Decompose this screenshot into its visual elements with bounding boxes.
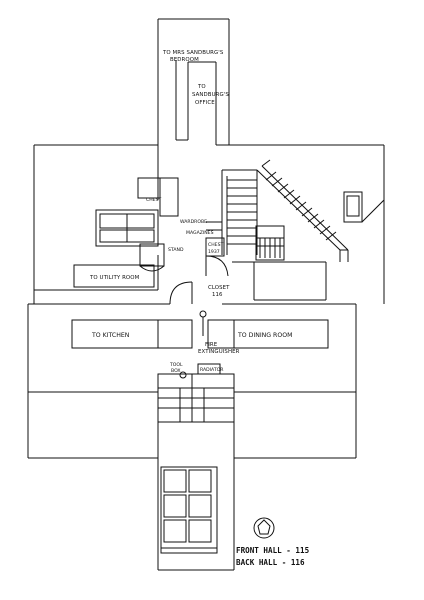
front-vestibule [157, 458, 235, 571]
label-to-sandburg-office-3: OFFICE [195, 100, 215, 106]
hall-label-boxes [71, 319, 329, 349]
label-tool-box: BOX [171, 368, 181, 374]
label-chest-2: CHEST [208, 242, 223, 248]
top-corridor-walls [157, 18, 230, 146]
label-wardrobe: WARDROBE [180, 219, 207, 225]
label-to-sandburg-bedroom-2: BEDROOM [170, 57, 199, 63]
middle-room-walls [33, 144, 385, 304]
labels: TO MRS SANDBURG'S BEDROOM TO SANDBURG'S … [89, 50, 292, 374]
label-to-sandburg-office-1: TO [197, 84, 206, 90]
label-stand: STAND [168, 247, 184, 253]
door-upper-right [343, 191, 385, 223]
central-door-swings [169, 255, 229, 305]
label-closet: CLOSET [208, 285, 230, 291]
closet-shelving [232, 225, 327, 301]
label-to-sandburg-office-2: SANDBURG'S [192, 92, 229, 98]
label-fire: FIRE [205, 342, 218, 348]
label-chest-2-year: 1937 [208, 249, 220, 255]
staircase [221, 159, 349, 262]
lower-stair-rails [157, 310, 235, 423]
label-to-kitchen: TO KITCHEN [91, 332, 130, 339]
compass-icon [253, 517, 275, 539]
label-to-dining-room: TO DINING ROOM [237, 332, 292, 339]
title-front-hall: FRONT HALL - 115 [236, 546, 310, 555]
plan-title: FRONT HALL - 115 BACK HALL - 116 [236, 546, 310, 567]
title-back-hall: BACK HALL - 116 [236, 558, 305, 567]
label-to-utility-room: TO UTILITY ROOM [89, 275, 140, 281]
label-tool: TOOL [169, 362, 183, 368]
label-fire-extinguisher: EXTINGUISHER [198, 349, 240, 355]
label-closet-number: 116 [212, 292, 223, 298]
label-to-sandburg-bedroom-1: TO MRS SANDBURG'S [162, 50, 224, 56]
wardrobe-chest [95, 177, 225, 272]
label-magazines: MAGAZINES [186, 230, 214, 236]
label-radiator: RADIATOR [200, 367, 224, 373]
utility-room-box [73, 264, 155, 288]
lower-hall-walls [27, 303, 357, 459]
label-chest: CHEST [146, 197, 161, 203]
